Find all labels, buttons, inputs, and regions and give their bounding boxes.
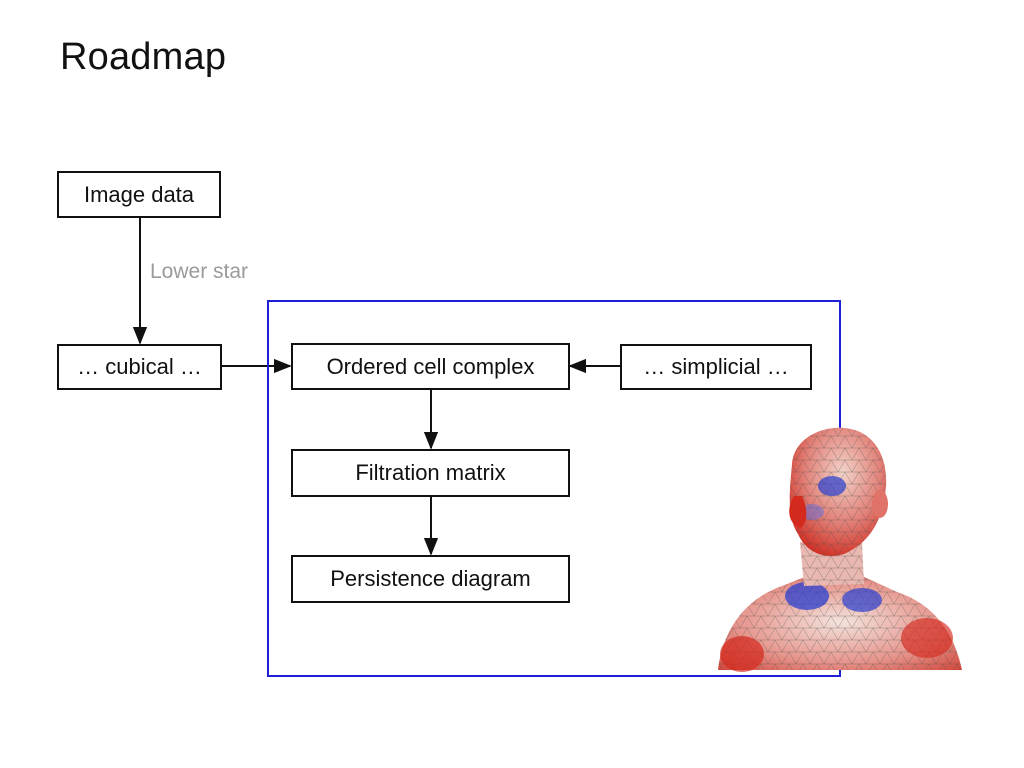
node-image-data: Image data (57, 171, 221, 218)
human-mesh-figure (718, 427, 962, 672)
node-cubical-label: … cubical … (77, 354, 202, 379)
node-simplicial: … simplicial … (620, 344, 812, 390)
node-ordered-cell-complex-label: Ordered cell complex (326, 353, 535, 379)
edge-label-lower-star: Lower star (150, 260, 249, 283)
node-filtration-matrix: Filtration matrix (291, 449, 570, 497)
node-ordered-cell-complex: Ordered cell complex (291, 343, 570, 390)
node-filtration-matrix-label: Filtration matrix (355, 460, 506, 485)
slide-title: Roadmap (60, 36, 227, 78)
node-persistence-diagram: Persistence diagram (291, 555, 570, 603)
node-persistence-diagram-label: Persistence diagram (330, 566, 531, 591)
node-image-data-label: Image data (83, 181, 195, 207)
node-simplicial-label: … simplicial … (643, 354, 789, 379)
node-cubical: … cubical … (57, 344, 222, 390)
